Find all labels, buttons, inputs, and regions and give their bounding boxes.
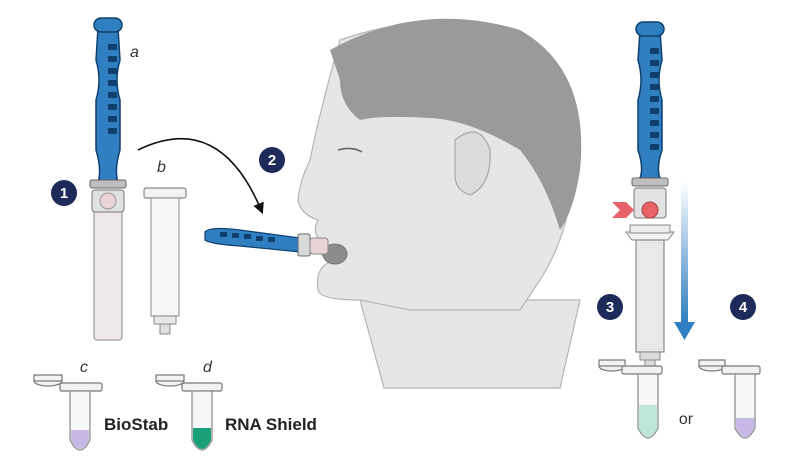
- rna-shield-label: RNA Shield: [225, 415, 317, 434]
- tube-rna-shield-icon: [155, 374, 223, 451]
- or-label: or: [679, 411, 694, 428]
- curved-arrow-icon: [137, 137, 264, 215]
- step-4-badge: 4: [730, 294, 756, 320]
- biostab-label: BioStab: [104, 415, 168, 434]
- step-4-number: 4: [739, 299, 748, 316]
- red-chevron-icon: [612, 202, 634, 218]
- step-3-badge: 3: [597, 294, 623, 320]
- assembled-device-icon: [625, 21, 675, 377]
- label-a: a: [130, 44, 139, 61]
- step-1-number: 1: [60, 185, 68, 202]
- device-in-mouth-icon: [204, 227, 329, 257]
- step-1-badge: 1: [51, 180, 77, 206]
- label-d: d: [203, 359, 213, 376]
- down-arrow-icon: [674, 182, 695, 340]
- label-c: c: [80, 359, 88, 376]
- step-3-number: 3: [606, 299, 614, 316]
- step-2-number: 2: [268, 152, 276, 169]
- tube-biostab-icon: [33, 374, 103, 451]
- syringe-icon: [143, 187, 187, 335]
- person-head-icon: [297, 18, 582, 389]
- tube-step4-icon: [698, 359, 761, 439]
- collector-device-icon: [89, 17, 127, 341]
- tube-step3-icon: [598, 359, 663, 439]
- step-2-badge: 2: [259, 147, 285, 173]
- label-b: b: [157, 159, 166, 176]
